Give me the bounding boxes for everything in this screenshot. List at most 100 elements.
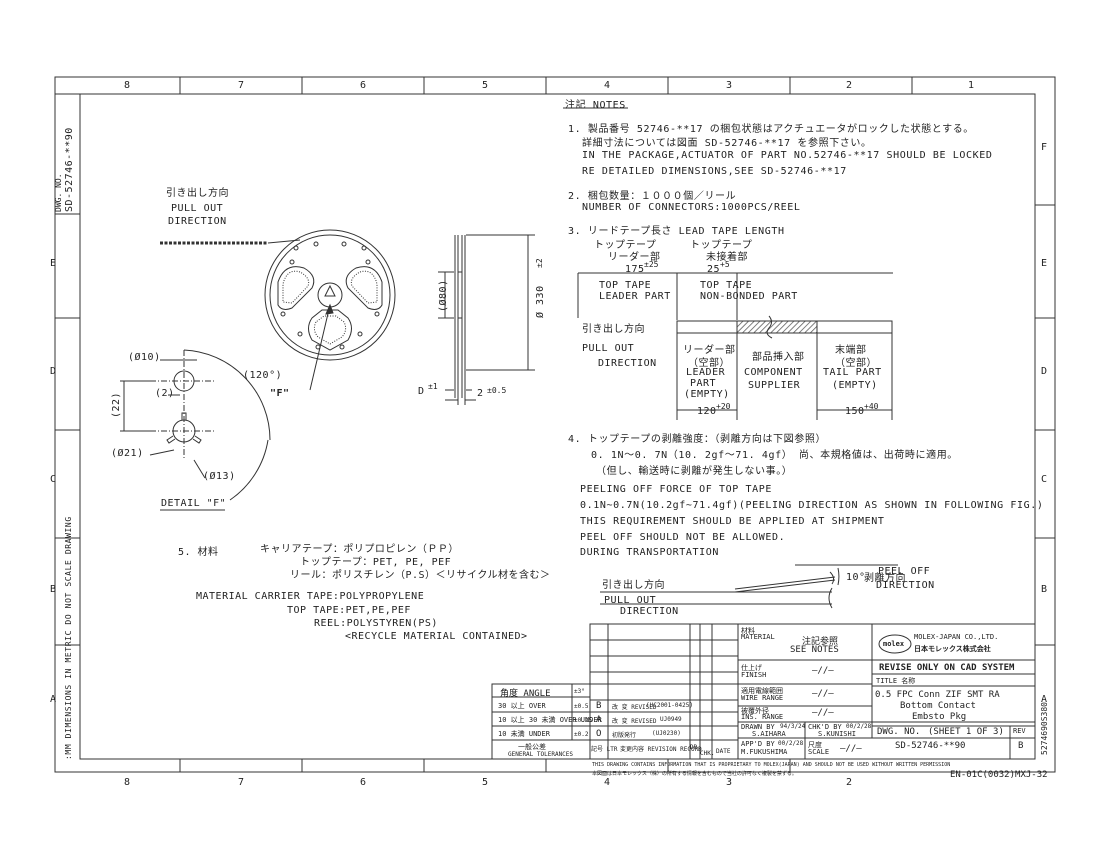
- peel-direction-jp: 剥離方向: [864, 573, 906, 584]
- tb-wire-en: WIRE RANGE: [741, 694, 784, 702]
- tb-finish-en: FINISH: [741, 671, 767, 679]
- tb-drawn-name: S.AIHARA: [752, 730, 786, 738]
- tb-scale-value: —//—: [840, 744, 862, 754]
- material-en-3: REEL:POLYSTYREN(PS): [314, 618, 438, 629]
- zone-right-c: C: [1041, 474, 1048, 485]
- note1-jp-1: 1. 製品番号 52746-**17 の梱包状態はアクチュエータがロックした状態…: [568, 124, 974, 135]
- tb-angle-tol: ±3°: [574, 688, 585, 695]
- lt-dim-120-tol: +20: [716, 402, 731, 411]
- material-en-1: MATERIAL CARRIER TAPE:POLYPROPYLENE: [196, 591, 425, 602]
- tb-proprietary-jp: 本図面は日本モレックス（株）の所有する情報を含むもので当社の許可なく複製を禁ずる…: [592, 771, 797, 777]
- tb-rev-a-desc: 改 変 REVISED: [612, 718, 657, 725]
- lt-tail-jp1: 末端部: [835, 345, 867, 356]
- title-block-lines: [491, 623, 1036, 760]
- tb-company-en: MOLEX-JAPAN CO.,LTD.: [914, 633, 999, 641]
- lt-leader-en1: TOP TAPE: [599, 280, 652, 291]
- tb-chkd-name: S.KUNISHI: [818, 730, 856, 738]
- reel-dim-d: D: [418, 386, 425, 397]
- lead-tape-diagram: [577, 272, 893, 420]
- lt-tail-en1: TAIL PART: [823, 367, 882, 378]
- lt-leader-section-en2: PART: [690, 378, 717, 389]
- lt-comp-jp: 部品挿入部: [752, 352, 805, 363]
- tb-rev-o-desc: 初版発行: [612, 732, 637, 739]
- detail-d22: (22): [111, 391, 122, 418]
- zone-left-a: A: [50, 694, 57, 705]
- zone-bottom-7: 7: [238, 777, 245, 788]
- detail-d21: (Ø21): [111, 448, 144, 459]
- peel-direction-en2: DIRECTION: [876, 580, 935, 591]
- lt-dim-175-tol: ±25: [644, 260, 659, 269]
- tb-wire-value: —//—: [812, 689, 834, 699]
- tb-rev-label: REV: [1013, 727, 1026, 735]
- left-margin-note: :MM DIMENSIONS IN METRIC DO NOT SCALE DR…: [64, 516, 73, 760]
- molex-logo: molex: [883, 640, 905, 648]
- tb-rev-b-ref: (UC2001-0425): [646, 702, 693, 709]
- lt-dim-150: 150: [845, 406, 865, 417]
- tb-dwg-no-label: DWG. NO.: [877, 727, 921, 737]
- note2-en: NUMBER OF CONNECTORS:1000PCS/REEL: [582, 202, 801, 213]
- zone-top-6: 6: [360, 80, 367, 91]
- reel-f-label: "F": [270, 388, 290, 399]
- lt-leader-section-en3: (EMPTY): [684, 389, 730, 400]
- zone-top-3: 3: [726, 80, 733, 91]
- tb-range-tol: ±0.25: [574, 717, 593, 724]
- tb-rev: B: [1018, 741, 1024, 751]
- tb-form-no: EN-01C(0032)MXJ-32: [950, 770, 1048, 780]
- zone-right-e: E: [1041, 258, 1048, 269]
- tb-rev-b-desc: 改 変 REVISED: [612, 704, 657, 711]
- tb-title-label: TITLE 名称: [876, 677, 916, 685]
- zone-right-b: B: [1041, 584, 1048, 595]
- reel-dim-80: (Ø80): [438, 279, 449, 312]
- tb-rev-o-ref: (UJ0230): [652, 730, 681, 737]
- tb-rev-b: B: [596, 701, 602, 711]
- reel-dim-2: 2: [477, 388, 484, 399]
- reel-pull-out-jp: 引き出し方向: [166, 188, 229, 199]
- note4-en-3: THIS REQUIREMENT SHOULD BE APPLIED AT SH…: [580, 516, 885, 527]
- note4-en-2: 0.1N~0.7N(10.2gf~71.4gf)(PEELING DIRECTI…: [580, 500, 1044, 511]
- detail-d10: (Ø10): [128, 352, 161, 363]
- material-en-4: <RECYCLE MATERIAL CONTAINED>: [345, 631, 528, 642]
- lt-comp-en2: SUPPLIER: [748, 380, 801, 391]
- tb-rev-head-chk: CHK.: [700, 750, 715, 757]
- zone-top-2: 2: [846, 80, 853, 91]
- note1-jp-2: 詳細寸法については図面 SD-52746-**17 を参照下さい。: [582, 138, 872, 149]
- lt-dim-25: 25: [707, 264, 721, 275]
- tb-ins-jp: 被覆外径: [741, 707, 769, 715]
- reel-pull-out-en1: PULL OUT: [171, 203, 224, 214]
- tb-range: 10 以上 30 未満 OVER UNDER: [498, 716, 602, 724]
- detail-angle: (120°): [243, 370, 283, 381]
- tb-title-2: Bottom Contact: [900, 701, 976, 711]
- lt-pull-en1: PULL OUT: [582, 343, 635, 354]
- tb-wire-jp: 適用電線範囲: [741, 687, 783, 695]
- lt-dim-175: 175: [625, 264, 645, 275]
- detail-d2: (2): [155, 388, 175, 399]
- lt-nb-jp2: 未接着部: [706, 252, 748, 263]
- tb-title-3: Embsto Pkg: [912, 712, 967, 722]
- peel-pull-en1: PULL OUT: [604, 595, 657, 606]
- note4-en-4: PEEL OFF SHOULD NOT BE ALLOWED.: [580, 532, 786, 543]
- reel-front-view: [160, 229, 396, 391]
- tb-title-1: 0.5 FPC Conn ZIF SMT RA: [875, 690, 1000, 700]
- zone-bottom-5: 5: [482, 777, 489, 788]
- tb-material-en: MATERIAL: [741, 633, 775, 641]
- material-en-2: TOP TAPE:PET,PE,PEF: [287, 605, 411, 616]
- tb-rev-head-record: 変更内容 REVISION RECORD: [620, 746, 702, 753]
- notes-title: 注記 NOTES: [565, 100, 626, 111]
- material-jp-1: キャリアテープ：ポリプロピレン（ＰＰ）: [260, 544, 459, 555]
- reel-side-view: [438, 234, 535, 405]
- lt-leader-section-jp1: リーダー部: [683, 345, 736, 356]
- tb-appd-date: 00/2/28: [778, 740, 804, 747]
- lt-tail-en2: (EMPTY): [832, 380, 878, 391]
- material-jp-3: リール：ポリスチレン（P.S）＜リサイクル材を含む＞: [290, 570, 551, 581]
- detail-title: DETAIL "F": [161, 498, 227, 509]
- tb-rev-head-dr: DR.: [690, 744, 701, 751]
- peel-diagram: [600, 564, 898, 609]
- tb-appd-name: M.FUKUSHIMA: [741, 748, 788, 756]
- reel-dim-2-tol: ±0.5: [487, 386, 507, 395]
- tb-material-jp: 材料: [741, 627, 755, 635]
- tb-general-tol-en: GENERAL TOLERANCES: [508, 751, 574, 758]
- lt-dim-25-tol: +5: [720, 260, 730, 269]
- lt-nb-en2: NON-BONDED PART: [700, 291, 798, 302]
- left-dwg-no-label: DWG. NO.: [54, 173, 63, 212]
- lt-leader-section-en1: LEADER: [686, 367, 726, 378]
